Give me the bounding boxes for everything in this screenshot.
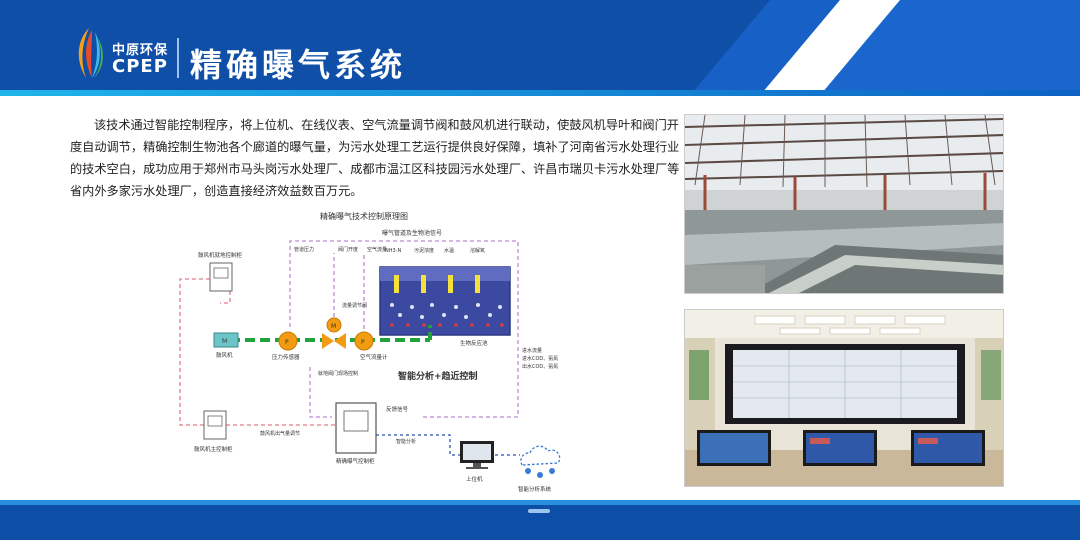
footer-stripe xyxy=(0,500,1080,505)
control-room-photo xyxy=(684,309,1004,487)
blower-adjust-label: 鼓风机出气量调节 xyxy=(260,430,300,437)
valve-opening-label: 阀门开度 xyxy=(338,246,358,253)
cloud-label: 智能分析系统 xyxy=(518,485,552,493)
water-quality-1: 进水流量 xyxy=(522,347,542,354)
bioreactor-surface xyxy=(380,267,510,281)
blower-motor-icon xyxy=(213,332,239,348)
brand-name-cn: 中原环保 xyxy=(112,43,169,58)
main-blower-cabinet-icon xyxy=(203,410,227,440)
logo-divider xyxy=(177,38,179,78)
diagram-title: 精确曝气技术控制原理图 xyxy=(320,211,408,221)
blower-control-link xyxy=(179,278,210,426)
cloud-nodes-icon xyxy=(525,468,555,478)
treatment-plant-photo xyxy=(684,114,1004,294)
valve-motor-label: M xyxy=(331,323,336,330)
pressure-sensor-label: 压力传感器 xyxy=(272,353,300,361)
feedback-label: 反馈信号 xyxy=(386,405,409,413)
sensor-probes xyxy=(394,275,480,293)
diffusers xyxy=(390,323,504,327)
smart-control-label: 智能分析+趋近控制 xyxy=(398,370,478,382)
sensor-label-4: 溶解氧 xyxy=(470,247,485,254)
page-title: 精确曝气系统 xyxy=(190,46,407,84)
sensor-label-2: 污泥浓度 xyxy=(414,247,434,254)
aeration-bubbles xyxy=(390,303,502,319)
flowmeter-label: 空气流量计 xyxy=(360,353,388,361)
pressure-pump-label: P xyxy=(285,339,289,346)
air-flow-label: 空气流量 xyxy=(367,246,387,253)
footer-mark xyxy=(528,509,550,513)
brand-name-en: CPEP xyxy=(112,56,168,77)
pipe-pressure-label: 管道压力 xyxy=(294,246,314,253)
sensor-label-1: NH3-N xyxy=(385,248,401,254)
valve-actuator-icon xyxy=(326,317,342,333)
smart-analysis-label: 智能分析 xyxy=(396,438,416,445)
header-stripe xyxy=(0,90,1080,96)
motor-label: M xyxy=(222,338,227,345)
aeration-cabinet-label: 精确曝气控制柜 xyxy=(336,457,375,465)
flow-valve-label: 流量调节阀 xyxy=(342,302,367,309)
blower-label: 鼓风机 xyxy=(216,351,233,359)
page-footer xyxy=(0,500,1080,540)
cloud-icon xyxy=(520,445,561,466)
main-blower-cabinet-label: 鼓风机主控制柜 xyxy=(194,445,233,453)
page-header: 中原环保 CPEP 精确曝气系统 xyxy=(0,0,1080,96)
brand-logo-icon xyxy=(78,28,103,78)
host-label: 上位机 xyxy=(466,475,483,483)
valve-right-icon xyxy=(334,333,346,349)
signal-line-valve-local xyxy=(309,367,332,418)
local-valve-label: 就地阀门现场控制 xyxy=(318,370,358,377)
water-quality-3: 出水COD、氨氮 xyxy=(522,363,558,370)
flowmeter-pump-label: P xyxy=(361,339,365,346)
local-blower-cabinet-label: 鼓风机就地控制柜 xyxy=(198,251,243,259)
signal-loop-outer xyxy=(289,240,519,418)
sensor-label-3: 水温 xyxy=(444,247,454,254)
local-blower-cabinet-icon xyxy=(209,262,233,292)
aeration-cabinet-icon xyxy=(335,402,377,454)
pressure-sensor-icon xyxy=(278,331,298,351)
bioreactor-label: 生物反应池 xyxy=(460,339,488,347)
water-quality-2: 进水COD、氨氮 xyxy=(522,355,558,362)
intro-paragraph: 该技术通过智能控制程序，将上位机、在线仪表、空气流量调节阀和鼓风机进行联动，使鼓… xyxy=(70,118,680,198)
cabinet-to-host-link xyxy=(376,434,460,456)
control-principle-diagram: 精确曝气技术控制原理图 xyxy=(160,207,580,500)
flowmeter-icon xyxy=(354,331,374,351)
valve-left-icon xyxy=(322,333,334,349)
signal-top-label: 曝气管道及生物池信号 xyxy=(382,229,442,237)
